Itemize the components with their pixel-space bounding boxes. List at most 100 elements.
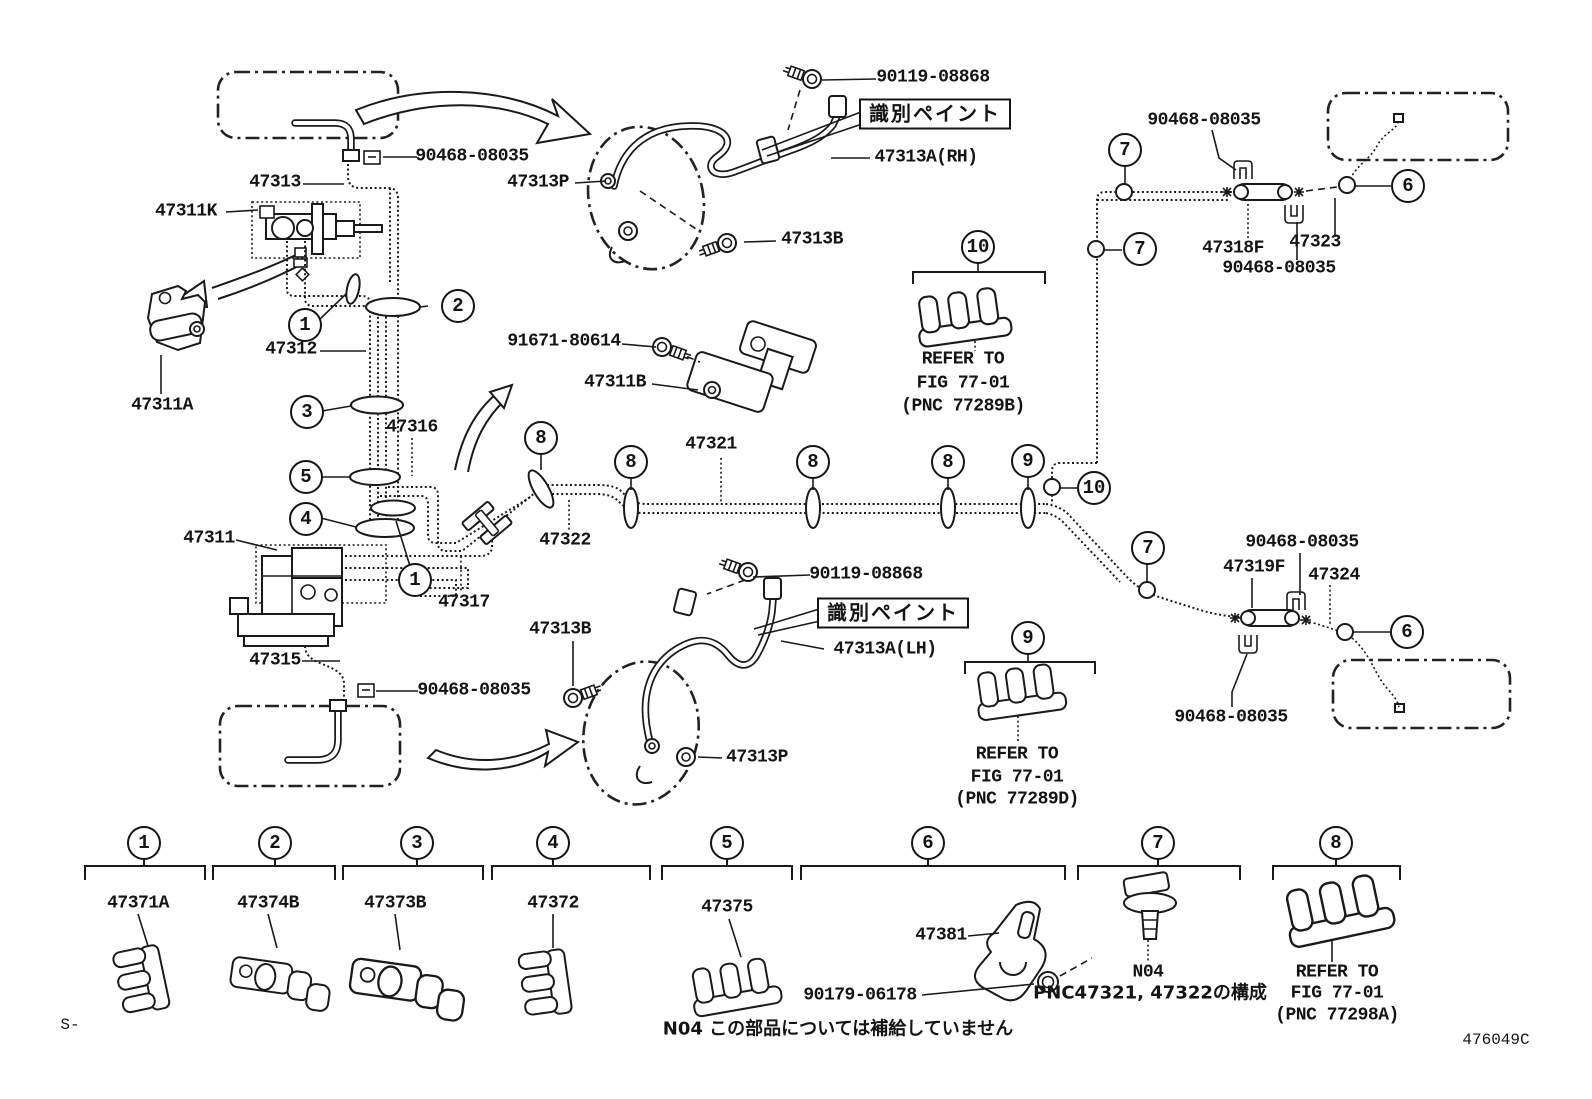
label-47318F: 47318F <box>1202 238 1264 259</box>
label-47313B-lh: 47313B <box>529 619 591 640</box>
label-refer9-line1: REFER TO <box>975 744 1059 765</box>
label-refer8-line1: REFER TO <box>1295 962 1379 983</box>
label-47324: 47324 <box>1308 565 1360 586</box>
body-outline-bottom-right <box>1331 658 1512 730</box>
callout-1-a: 1 <box>288 308 322 342</box>
label-47371A: 47371A <box>107 893 169 914</box>
right-riser-branch <box>1051 113 1404 504</box>
label-paint-lh: 識別ペイント <box>817 597 969 629</box>
main-tube-run <box>527 469 1046 529</box>
legend-glyphs <box>111 869 1398 1023</box>
label-47381: 47381 <box>915 925 967 946</box>
label-47311: 47311 <box>183 528 235 549</box>
label-47322: 47322 <box>539 530 591 551</box>
label-90468-08035-a: 90468-08035 <box>415 146 529 167</box>
label-47313P-rh: 47313P <box>507 172 569 193</box>
label-91671-80614: 91671-80614 <box>507 331 621 352</box>
refer-clip-10 <box>912 271 1046 351</box>
callout-legend-5: 5 <box>710 826 744 860</box>
callout-legend-8: 8 <box>1319 826 1353 860</box>
callout-10-b: 10 <box>961 230 995 264</box>
detail-ellipse-rh <box>586 125 706 271</box>
label-note-n04: N04 この部品については補給していません <box>662 1018 1014 1040</box>
label-47323: 47323 <box>1289 232 1341 253</box>
callout-9-a: 9 <box>1011 444 1045 478</box>
bracket-47381-glyph <box>974 900 1093 1002</box>
label-90119-08868-rh: 90119-08868 <box>876 67 990 88</box>
label-47315: 47315 <box>249 650 301 671</box>
callout-6-a: 6 <box>1391 169 1425 203</box>
detail-ellipse-lh <box>581 660 701 806</box>
label-refer10-line3: (PNC 77289B) <box>901 396 1025 417</box>
refer-clip-9 <box>964 661 1096 743</box>
label-47375: 47375 <box>701 897 753 918</box>
lower-right-branch <box>1045 503 1405 713</box>
callout-7-c: 7 <box>1131 531 1165 565</box>
arrow-bottom-swoosh <box>426 728 581 771</box>
arrow-top-swoosh <box>354 90 593 145</box>
label-refer8-line2: FIG 77-01 <box>1290 983 1384 1004</box>
callout-legend-4: 4 <box>536 826 570 860</box>
label-47319F: 47319F <box>1223 557 1285 578</box>
tube-bundle-47312 <box>286 164 399 525</box>
label-47313A-LH: 47313A(LH) <box>833 639 937 660</box>
body-outline-top-left <box>216 70 400 140</box>
body-outline-top-right <box>1326 91 1510 162</box>
label-90179-06178: 90179-06178 <box>803 985 917 1006</box>
label-90468-08035-b: 90468-08035 <box>1147 110 1261 131</box>
label-refer8-line3: (PNC 77298A) <box>1275 1005 1399 1026</box>
bracket-47311B-drawing <box>649 320 817 413</box>
hose-stub-top <box>291 119 381 165</box>
callout-7-b: 7 <box>1123 232 1157 266</box>
master-cylinder-drawing <box>251 201 383 282</box>
label-47321: 47321 <box>685 434 737 455</box>
label-47316: 47316 <box>386 417 438 438</box>
label-47372: 47372 <box>527 893 579 914</box>
callout-3: 3 <box>290 395 324 429</box>
label-47313A-RH: 47313A(RH) <box>874 147 978 168</box>
label-drawing-code: 476049C <box>1462 1030 1530 1049</box>
callout-8-a: 8 <box>524 421 558 455</box>
hose-47313A-RH <box>600 59 847 264</box>
label-N04: N04 <box>1132 962 1164 983</box>
callout-legend-6: 6 <box>911 826 945 860</box>
callout-legend-1: 1 <box>127 826 161 860</box>
label-refer9-line3: (PNC 77289D) <box>955 789 1079 810</box>
label-paint-rh: 識別ペイント <box>859 98 1011 130</box>
callout-8-d: 8 <box>931 445 965 479</box>
label-refer10-line2: FIG 77-01 <box>916 373 1010 394</box>
label-47313: 47313 <box>249 172 301 193</box>
arrow-mid-curved <box>454 383 514 473</box>
callout-1-b: 1 <box>398 563 432 597</box>
label-90468-08035-d: 90468-08035 <box>417 680 531 701</box>
legend-brackets <box>84 858 1401 880</box>
callout-9-b: 9 <box>1011 621 1045 655</box>
callout-8-c: 8 <box>796 445 830 479</box>
callout-legend-3: 3 <box>400 826 434 860</box>
callout-6-b: 6 <box>1390 615 1424 649</box>
abs-actuator-drawing <box>229 536 493 647</box>
label-47374B: 47374B <box>237 893 299 914</box>
label-47313P-lh: 47313P <box>726 747 788 768</box>
label-pnc-makeup: PNC47321, 47322の構成 <box>1033 982 1267 1004</box>
label-sheet-mark: S- <box>60 1015 80 1034</box>
label-90468-08035-f: 90468-08035 <box>1174 707 1288 728</box>
tube-47315 <box>304 645 345 700</box>
label-47317: 47317 <box>438 592 490 613</box>
label-47311B: 47311B <box>584 372 646 393</box>
label-refer9-line2: FIG 77-01 <box>970 767 1064 788</box>
tube-47316-47317 <box>380 486 541 552</box>
callout-5: 5 <box>289 460 323 494</box>
label-47311K: 47311K <box>155 201 217 222</box>
label-90468-08035-c: 90468-08035 <box>1222 258 1336 279</box>
label-47313B-rh: 47313B <box>781 229 843 250</box>
leader-lines <box>137 78 1391 996</box>
callout-10-a: 10 <box>1077 471 1111 505</box>
label-90468-08035-e: 90468-08035 <box>1245 532 1359 553</box>
callout-7-a: 7 <box>1108 133 1142 167</box>
label-47312: 47312 <box>265 339 317 360</box>
label-90119-08868-lh: 90119-08868 <box>809 564 923 585</box>
hose-stub-bottom <box>284 683 375 764</box>
